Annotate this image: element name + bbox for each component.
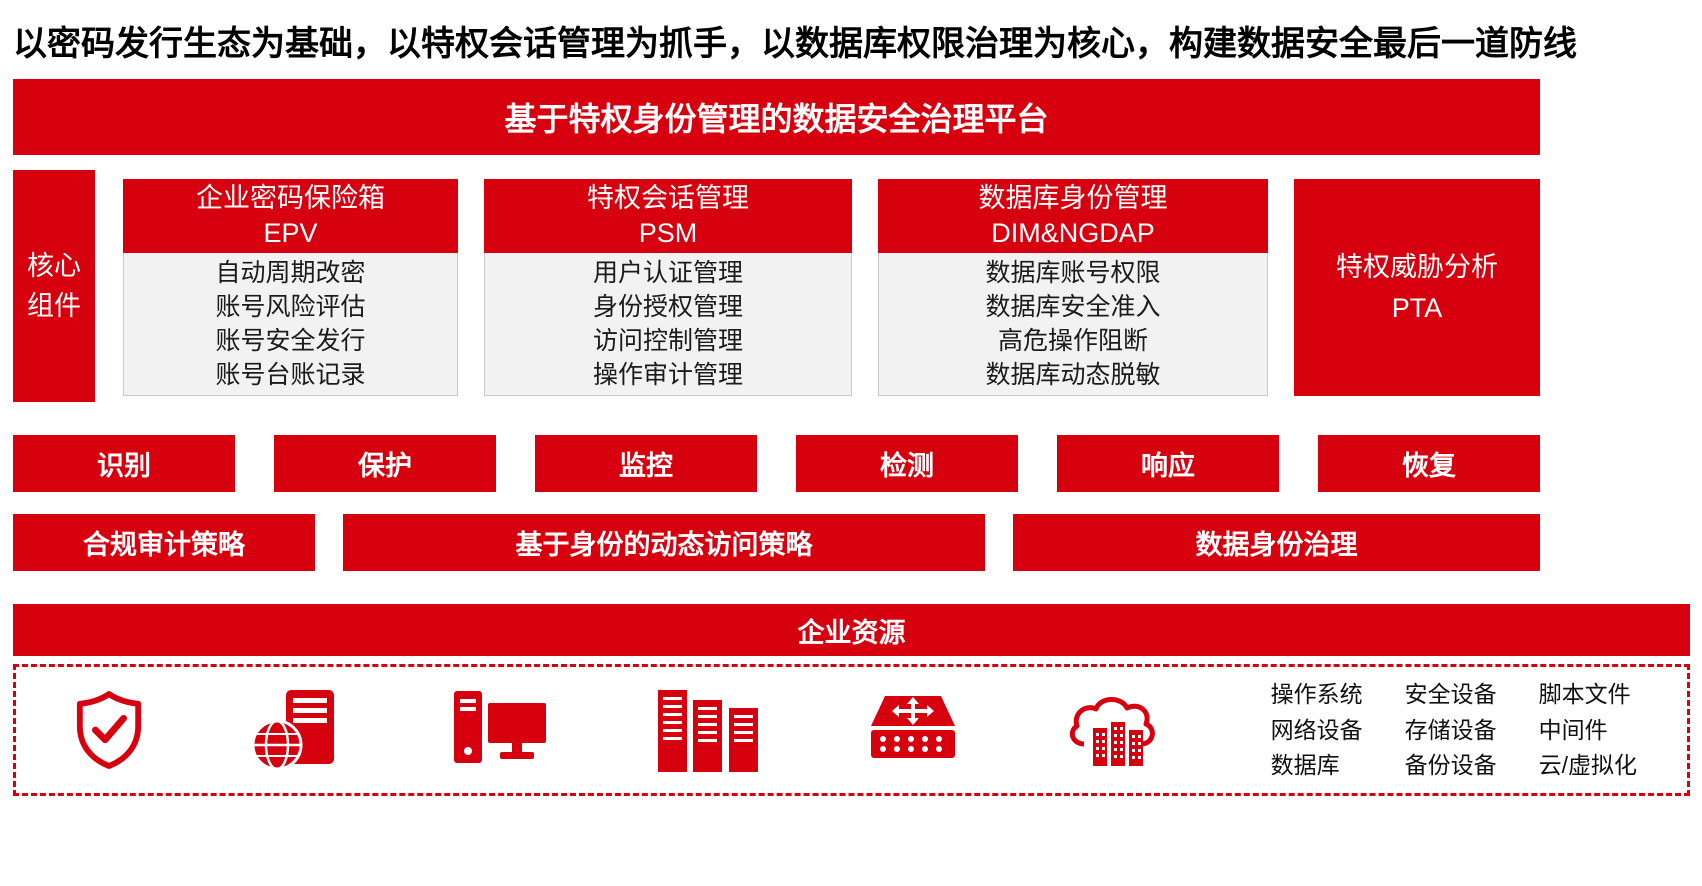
- process-monitor: 监控: [535, 435, 757, 492]
- resource-labels: 操作系统 网络设备 数据库 安全设备 存储设备 备份设备 脚本文件 中间件 云/…: [1271, 680, 1637, 780]
- enterprise-resources-title: 企业资源: [797, 617, 906, 648]
- process-row: 识别 保护 监控 检测 响应 恢复: [13, 435, 1540, 492]
- core-column-epv-header: 企业密码保险箱 EPV: [123, 179, 458, 253]
- network-switch-icon: [868, 694, 958, 766]
- platform-banner: 基于特权身份管理的数据安全治理平台: [13, 79, 1540, 155]
- process-detect: 检测: [796, 435, 1018, 492]
- resource-label-column: 安全设备 存储设备 备份设备: [1405, 680, 1497, 780]
- column-subtitle: PSM: [638, 218, 698, 248]
- core-column-psm-header: 特权会话管理 PSM: [484, 179, 852, 253]
- column-item: 用户认证管理: [592, 259, 743, 287]
- core-column-dim: 数据库身份管理 DIM&NGDAP 数据库账号权限 数据库安全准入 高危操作阻断…: [878, 179, 1268, 396]
- core-column-dim-header: 数据库身份管理 DIM&NGDAP: [878, 179, 1268, 253]
- resource-label: 脚本文件: [1538, 680, 1631, 707]
- column-item: 账号风险评估: [215, 293, 366, 321]
- core-column-psm: 特权会话管理 PSM 用户认证管理 身份授权管理 访问控制管理 操作审计管理: [484, 179, 852, 396]
- process-recover: 恢复: [1318, 435, 1540, 492]
- resource-label: 网络设备: [1270, 716, 1363, 743]
- column-item: 自动周期改密: [215, 259, 366, 287]
- desktop-computer-icon: [452, 689, 548, 771]
- column-item: 操作审计管理: [592, 361, 743, 389]
- resource-label: 数据库: [1270, 752, 1340, 779]
- process-protect: 保护: [274, 435, 496, 492]
- enterprise-resources-bar: 企业资源: [13, 604, 1690, 656]
- core-column-epv-body: 自动周期改密 账号风险评估 账号安全发行 账号台账记录: [123, 253, 458, 396]
- column-item: 账号安全发行: [215, 327, 366, 355]
- column-title: 特权会话管理: [587, 182, 749, 213]
- column-item: 访问控制管理: [592, 327, 743, 355]
- resource-label: 备份设备: [1404, 752, 1497, 779]
- core-column-psm-body: 用户认证管理 身份授权管理 访问控制管理 操作审计管理: [484, 253, 852, 396]
- column-subtitle: DIM&NGDAP: [991, 218, 1155, 248]
- column-item: 高危操作阻断: [997, 327, 1148, 355]
- column-item: 身份授权管理: [592, 293, 743, 321]
- shield-check-icon: [74, 691, 144, 769]
- policy-row: 合规审计策略 基于身份的动态访问策略 数据身份治理: [13, 514, 1540, 571]
- policy-identity-dynamic-access: 基于身份的动态访问策略: [343, 514, 985, 571]
- resource-label-column: 操作系统 网络设备 数据库: [1271, 680, 1363, 780]
- platform-banner-title: 基于特权身份管理的数据安全治理平台: [504, 101, 1049, 137]
- column-title: 企业密码保险箱: [196, 182, 385, 213]
- column-item: 数据库动态脱敏: [985, 361, 1161, 389]
- cloud-datacenter-icon: [1066, 688, 1162, 772]
- pta-subtitle: PTA: [1391, 292, 1443, 323]
- headline: 以密码发行生态为基础，以特权会话管理为抓手，以数据库权限治理为核心，构建数据安全…: [13, 25, 1577, 63]
- column-item: 数据库安全准入: [985, 293, 1161, 321]
- resource-label: 安全设备: [1404, 680, 1497, 707]
- core-column-dim-body: 数据库账号权限 数据库安全准入 高危操作阻断 数据库动态脱敏: [878, 253, 1268, 396]
- policy-compliance-audit: 合规审计策略: [13, 514, 315, 571]
- pta-title: 特权威胁分析: [1336, 252, 1498, 282]
- core-components-section: 核心组件 企业密码保险箱 EPV 自动周期改密 账号风险评估 账号安全发行 账号…: [13, 170, 1540, 402]
- resource-label: 操作系统: [1270, 680, 1363, 707]
- policy-data-identity-governance: 数据身份治理: [1013, 514, 1540, 571]
- column-item: 数据库账号权限: [985, 259, 1161, 287]
- resource-label: 云/虚拟化: [1538, 752, 1637, 779]
- column-title: 数据库身份管理: [978, 182, 1168, 213]
- core-side-label: 核心组件: [13, 170, 95, 402]
- column-subtitle: EPV: [263, 218, 318, 248]
- core-column-epv: 企业密码保险箱 EPV 自动周期改密 账号风险评估 账号安全发行 账号台账记录: [123, 179, 458, 396]
- process-respond: 响应: [1057, 435, 1279, 492]
- resource-label-column: 脚本文件 中间件 云/虚拟化: [1539, 680, 1637, 780]
- globe-server-icon: [252, 688, 344, 772]
- process-identify: 识别: [13, 435, 235, 492]
- resource-label: 中间件: [1538, 716, 1608, 743]
- enterprise-resources-box: 操作系统 网络设备 数据库 安全设备 存储设备 备份设备 脚本文件 中间件 云/…: [13, 664, 1690, 796]
- column-item: 账号台账记录: [215, 361, 366, 389]
- server-rack-icon: [656, 688, 760, 772]
- pta-block: 特权威胁分析 PTA: [1294, 179, 1540, 396]
- resource-label: 存储设备: [1404, 716, 1497, 743]
